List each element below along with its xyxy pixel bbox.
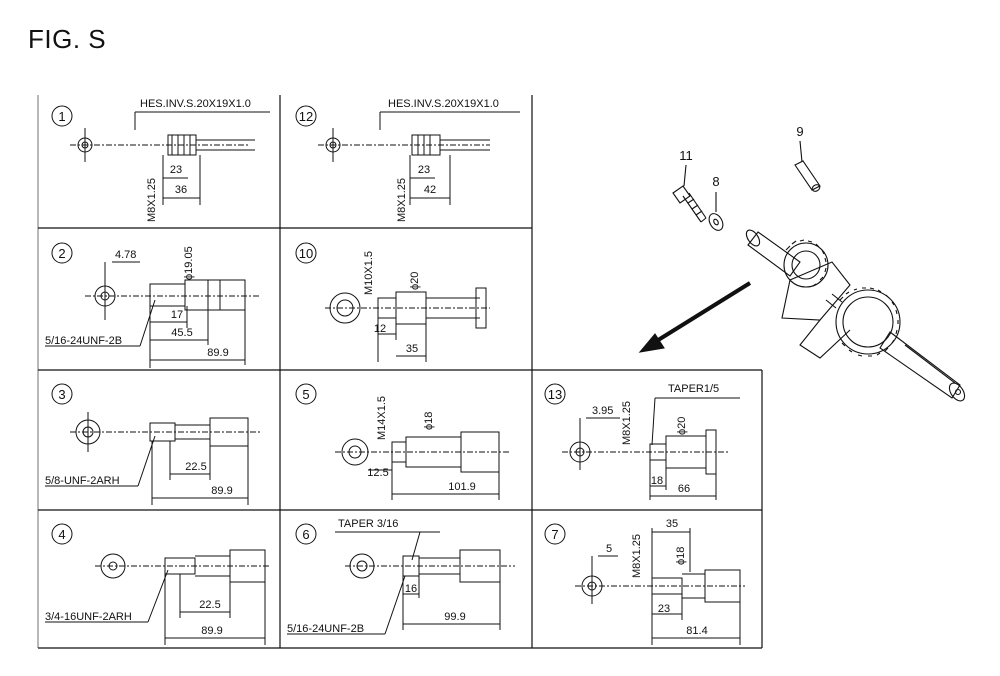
thread-label: 3/4-16UNF-2ARH xyxy=(45,611,132,623)
diameter-label: ϕ20 xyxy=(676,417,688,435)
dimension-label: 23 xyxy=(170,164,182,176)
direction-arrow xyxy=(638,281,752,353)
variant-number: 10 xyxy=(299,246,313,261)
spec-label: HES.INV.S.20X19X1.0 xyxy=(388,98,499,110)
dimension-label: 89.9 xyxy=(201,625,222,637)
part-number: 8 xyxy=(712,174,719,189)
dimension-label: 66 xyxy=(678,483,690,495)
variant-number: 3 xyxy=(58,387,65,402)
dimension-label: 89.9 xyxy=(211,485,232,497)
taper-label: TAPER 3/16 xyxy=(338,518,398,530)
dimension-label: 4.78 xyxy=(115,249,136,261)
variant-number: 13 xyxy=(548,387,562,402)
grid-lines xyxy=(37,95,763,649)
spec-label: HES.INV.S.20X19X1.0 xyxy=(140,98,251,110)
dimension-label: 42 xyxy=(424,184,436,196)
thread-label: M8X1.25 xyxy=(631,534,643,578)
dimension-label: 35 xyxy=(666,518,678,530)
dimension-label: 22.5 xyxy=(185,461,206,473)
diameter-label: ϕ20 xyxy=(409,272,421,290)
variant-cell-5: 5 M14X1.5 ϕ18 12.5 101.9 xyxy=(295,383,510,500)
variant-number: 1 xyxy=(58,109,65,124)
variant-number: 7 xyxy=(551,527,558,542)
thread-label: 5/16-24UNF-2B xyxy=(287,623,364,635)
variant-number: 5 xyxy=(302,387,309,402)
dimension-label: 18 xyxy=(651,475,663,487)
variant-cell-2: 2 4.78 ϕ19.05 17 45.5 89.9 5/16-24UNF-2B xyxy=(45,242,260,368)
variant-number: 2 xyxy=(58,246,65,261)
crankshaft-illustration: 11 8 9 xyxy=(638,124,966,402)
figure-title: FIG. S xyxy=(28,24,107,54)
variant-cell-10: 10 M10X1.5 ϕ20 12 35 xyxy=(295,242,490,362)
dimension-label: 101.9 xyxy=(448,481,476,493)
dimension-label: 99.9 xyxy=(444,611,465,623)
dimension-label: 17 xyxy=(171,309,183,321)
dimension-label: 3.95 xyxy=(592,405,613,417)
dimension-label: 12 xyxy=(374,323,386,335)
dimension-label: 36 xyxy=(175,184,187,196)
variant-number-circle xyxy=(51,105,73,127)
variant-cell-12: 12 HES.INV.S.20X19X1.0 23 42 M8X1.25 xyxy=(295,98,520,222)
part-number: 11 xyxy=(679,148,693,163)
variant-number: 12 xyxy=(299,109,313,124)
dimension-label: 5 xyxy=(606,543,612,555)
part-number: 9 xyxy=(796,124,803,139)
dimension-label: 12.5 xyxy=(367,467,388,479)
thread-label: M10X1.5 xyxy=(363,251,375,295)
variant-cell-4: 4 22.5 89.9 3/4-16UNF-2ARH xyxy=(45,523,270,645)
thread-label: M14X1.5 xyxy=(376,396,388,440)
dimension-label: 16 xyxy=(405,583,417,595)
variant-cell-7: 7 5 M8X1.25 35 ϕ18 23 81.4 xyxy=(544,518,745,645)
crankshaft-part xyxy=(745,229,966,402)
variant-cell-1: 1 HES.INV.S.20X19X1.0 23 36 M8X1.25 xyxy=(51,98,270,222)
thread-label: 5/16-24UNF-2B xyxy=(45,335,122,347)
thread-label: M8X1.25 xyxy=(396,178,408,222)
variant-number: 6 xyxy=(302,527,309,542)
dimension-label: 23 xyxy=(418,164,430,176)
bolt-part xyxy=(672,185,707,223)
variant-cell-3: 3 22.5 89.9 5/8-UNF-2ARH xyxy=(45,383,262,505)
thread-label: 5/8-UNF-2ARH xyxy=(45,475,120,487)
dimension-label: 35 xyxy=(406,343,418,355)
dimension-label: 81.4 xyxy=(686,625,707,637)
dimension-label: 45.5 xyxy=(171,327,192,339)
shaft-end xyxy=(167,134,197,156)
diameter-label: ϕ18 xyxy=(675,547,687,565)
variant-number: 4 xyxy=(58,527,65,542)
thread-label: M8X1.25 xyxy=(146,178,158,222)
pin-part xyxy=(794,160,821,192)
variant-cell-13: 13 3.95 M8X1.25 TAPER1/5 ϕ20 18 66 xyxy=(544,383,740,500)
dimension-label: 22.5 xyxy=(199,599,220,611)
dimension-label: 89.9 xyxy=(207,347,228,359)
taper-label: TAPER1/5 xyxy=(668,383,719,395)
thread-label: M8X1.25 xyxy=(621,401,633,445)
washer-part xyxy=(708,213,724,231)
dimension-label: 23 xyxy=(658,603,670,615)
diameter-label: ϕ18 xyxy=(423,412,435,430)
variant-cell-6: 6 TAPER 3/16 16 99.9 5/16-24UNF-2B xyxy=(287,518,515,635)
diameter-label: ϕ19.05 xyxy=(183,246,195,280)
